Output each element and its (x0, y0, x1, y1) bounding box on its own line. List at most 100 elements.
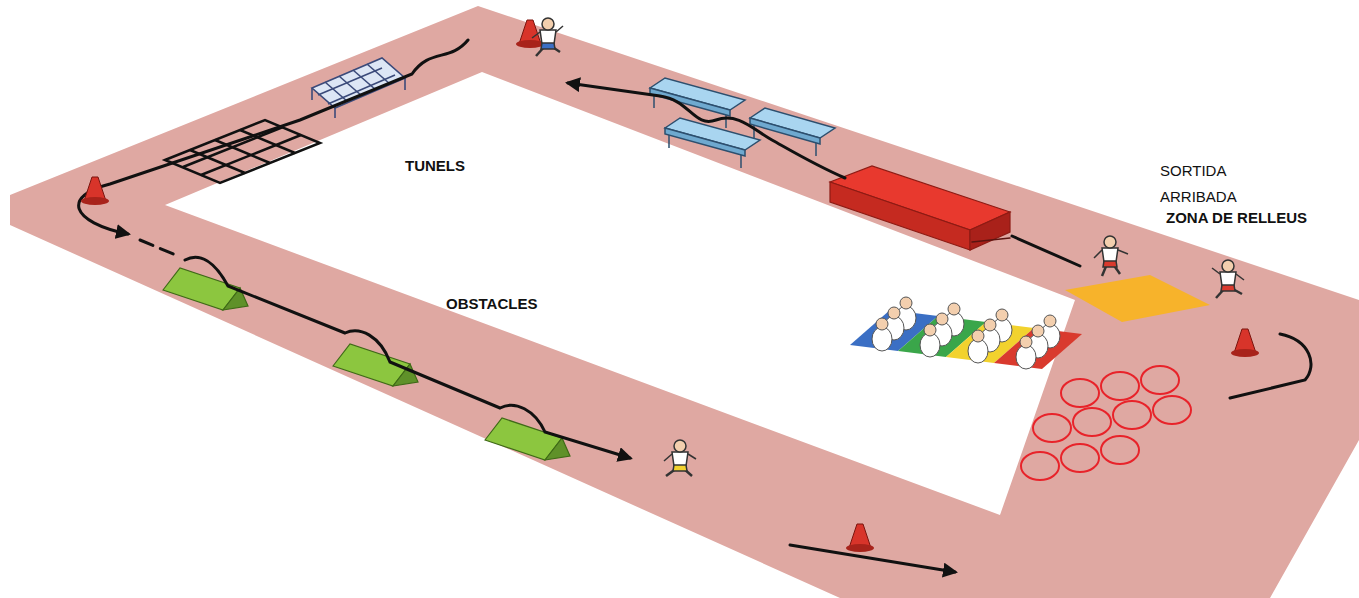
ladder-grid (165, 120, 320, 183)
seated-group-part-part (924, 324, 936, 336)
runners-part-part (1222, 260, 1234, 272)
seated-group-part-part (968, 339, 988, 363)
seated-group-part-part (920, 333, 940, 357)
cones-part-part (81, 197, 109, 205)
obstacles-green (163, 268, 570, 460)
seated-group-part-part (1020, 336, 1032, 348)
seated-group-part-part (996, 309, 1008, 321)
ladder-grid-part (240, 130, 295, 153)
benches-part (665, 128, 745, 156)
route-lines-part (79, 40, 468, 234)
runners-part-part (1221, 285, 1235, 291)
seated-group-part-part (872, 327, 892, 351)
runners-part (1094, 236, 1128, 276)
cones-part (516, 20, 544, 48)
tunnel-truss-part (367, 64, 390, 84)
seated-group-part-part (900, 297, 912, 309)
route-lines-part (568, 83, 845, 178)
runners-part-part (1094, 250, 1102, 258)
runners-part-part (542, 18, 554, 30)
cones-part-part (846, 544, 874, 552)
seated-group (850, 297, 1082, 369)
seated-group-part-part (888, 307, 900, 319)
tunnel-truss-part (311, 88, 313, 100)
route-lines-part (185, 257, 630, 458)
seated-group-part-part (1032, 325, 1044, 337)
seated-group-part-part (972, 330, 984, 342)
ladder-grid-part (201, 135, 301, 175)
runners-part (1212, 260, 1244, 298)
landing-mat-part (830, 182, 970, 250)
benches-part (653, 95, 655, 108)
tunnel-truss-part (339, 76, 362, 96)
cones-part (1231, 329, 1259, 357)
relay-zone-pad-part (1065, 275, 1210, 322)
runners-part-part (532, 32, 540, 38)
runners-part-part (1212, 268, 1220, 274)
runners-part-part (540, 30, 556, 44)
obstacles-green-part (333, 344, 418, 386)
obstacles-green-part (485, 418, 570, 460)
benches-part (668, 135, 670, 148)
seated-group-part-part (1044, 315, 1056, 327)
track (10, 6, 1359, 598)
tunnel-truss-part (334, 108, 336, 118)
route-lines-part (790, 545, 955, 572)
tunnel-truss-part (328, 75, 395, 104)
cones (81, 20, 1259, 552)
hoops-part (1061, 444, 1099, 472)
tunnel-truss-part (404, 78, 406, 90)
cones-part (846, 524, 874, 552)
runners-part-part (541, 43, 555, 49)
runners (532, 18, 1244, 476)
landing-mat (830, 166, 1010, 250)
ladder-grid-part (215, 140, 270, 163)
runners-part (664, 440, 696, 476)
tunnel-truss-part (353, 70, 376, 90)
hoops-part (1033, 414, 1071, 442)
runners-part-part (1104, 236, 1116, 248)
seated-group-part-part (1016, 345, 1036, 369)
runners-part-part (664, 454, 672, 461)
route-lines-part (140, 240, 178, 256)
area-label: OBSTACLES (446, 295, 537, 312)
route-lines-part (1012, 236, 1080, 266)
hoops-part (1073, 408, 1111, 436)
obstacles-green-part-part (545, 438, 570, 460)
seated-group-part-part (948, 303, 960, 315)
hoops-part (1061, 379, 1099, 407)
area-label: SORTIDA ARRIBADA (1160, 158, 1250, 210)
area-label: TUNELS (405, 157, 465, 174)
hoops (1021, 366, 1191, 480)
runners-part-part (1220, 272, 1236, 286)
runners-part-part (688, 454, 696, 459)
seated-group-part-part (936, 313, 948, 325)
runners-part-part (1118, 250, 1128, 254)
runners-part-part (1102, 248, 1118, 262)
landing-mat-part (970, 212, 1010, 250)
hoops-part (1113, 401, 1151, 429)
route-lines-part (972, 238, 1010, 242)
hoops-part (1101, 436, 1139, 464)
runners-part (532, 18, 563, 56)
runners-part-part (1236, 274, 1244, 280)
runners-part-part (672, 452, 688, 466)
cones-part (81, 177, 109, 205)
runners-part-part (556, 26, 563, 32)
seated-group-part (872, 297, 1060, 369)
seated-group-part-part (984, 319, 996, 331)
hoops-part (1021, 452, 1059, 480)
hoops-part (1101, 372, 1139, 400)
seated-group-part-part (876, 318, 888, 330)
hoops-part (1141, 366, 1179, 394)
runners-part-part (674, 440, 686, 452)
runners-part-part (673, 465, 687, 471)
cones-part-part (516, 40, 544, 48)
area-label: ZONA DE RELLEUS (1166, 209, 1307, 226)
benches-part (740, 155, 742, 168)
route-lines (79, 40, 1311, 572)
